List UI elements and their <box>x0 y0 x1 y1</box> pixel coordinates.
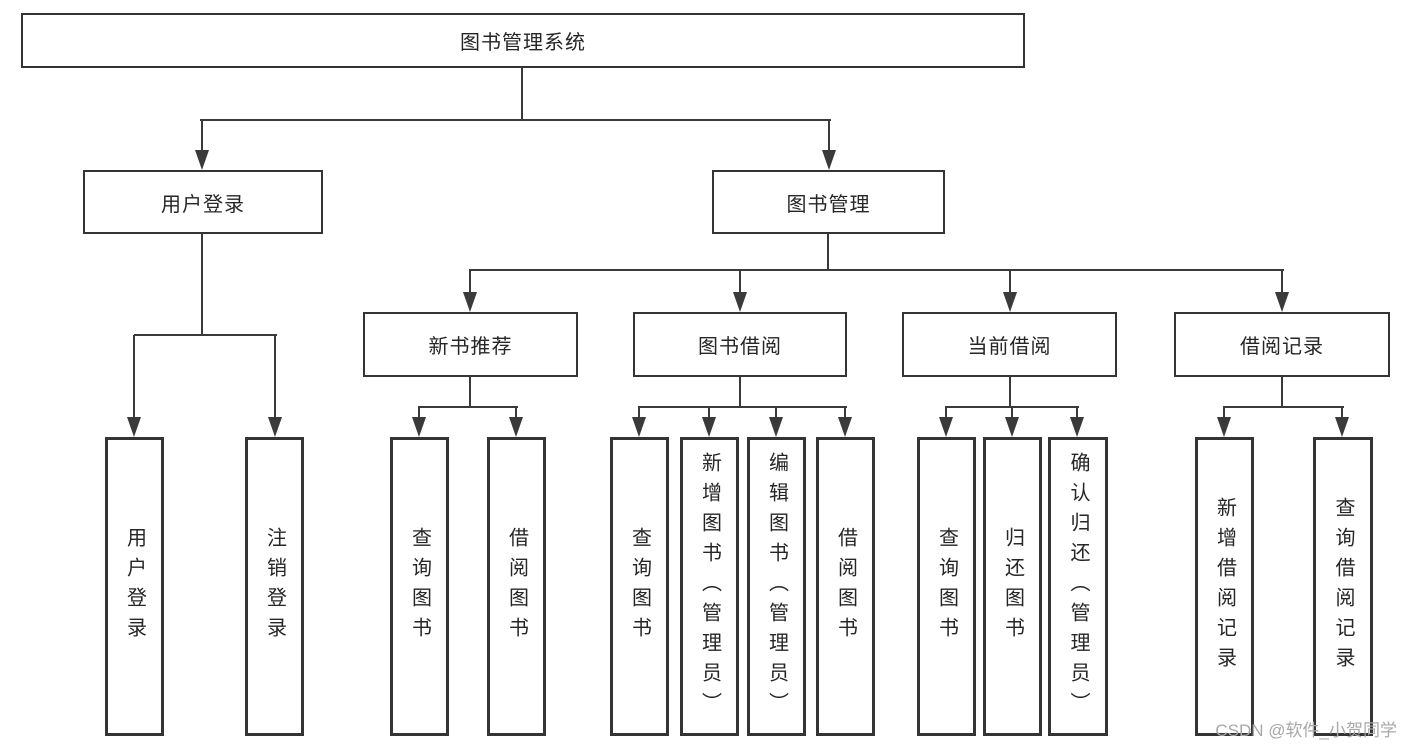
arrow-down <box>1005 417 1019 437</box>
arrow-down <box>838 417 852 437</box>
connector-line <box>515 407 517 419</box>
leaf-label: 新增借阅记录 <box>1213 496 1236 677</box>
node-new-book-recommend: 新书推荐 <box>363 312 578 377</box>
connector-line <box>827 234 829 271</box>
arrow-down <box>127 417 141 437</box>
leaf-user-login: 用户登录 <box>105 437 164 736</box>
leaf-label: 查询图书 <box>935 526 958 647</box>
arrow-down <box>1335 417 1349 437</box>
connector-line <box>739 270 741 294</box>
leaf-label: 借阅图书 <box>505 526 528 647</box>
node-label: 图书借阅 <box>698 336 782 358</box>
leaf-query-borrow-record: 查询借阅记录 <box>1313 437 1373 736</box>
leaf-label: 借阅图书 <box>834 526 857 647</box>
arrow-down <box>1275 292 1289 312</box>
connector-line <box>133 335 135 419</box>
connector-line <box>1076 407 1078 419</box>
leaf-add-borrow-record: 新增借阅记录 <box>1195 437 1254 736</box>
arrow-down <box>939 417 953 437</box>
csdn-watermark: CSDN @软件_小贺同学 <box>1215 721 1397 740</box>
leaf-add-books-admin: 新增图书（管理员） <box>680 437 739 736</box>
leaf-label: 注销登录 <box>263 526 286 647</box>
arrow-down <box>733 292 747 312</box>
leaf-borrow-books: 借阅图书 <box>487 437 546 736</box>
connector-line <box>1009 270 1011 294</box>
connector-line <box>1223 407 1225 419</box>
leaf-label: 归还图书 <box>1001 526 1024 647</box>
leaf-query-books: 查询图书 <box>917 437 976 736</box>
leaf-logout: 注销登录 <box>245 437 304 736</box>
leaf-label: 确认归还（管理员） <box>1067 451 1089 722</box>
arrow-down <box>268 417 282 437</box>
connector-line <box>638 407 640 419</box>
connector-line <box>201 234 203 336</box>
arrow-down <box>412 417 426 437</box>
connector-line <box>828 120 830 153</box>
node-current-borrowing: 当前借阅 <box>902 312 1117 377</box>
arrow-down <box>702 417 716 437</box>
connector-line <box>134 334 277 336</box>
arrow-down <box>463 292 477 312</box>
node-book-management: 图书管理 <box>712 170 945 234</box>
connector-line <box>1223 406 1344 408</box>
arrow-down <box>195 150 209 170</box>
leaf-query-books: 查询图书 <box>610 437 669 736</box>
leaf-label: 编辑图书（管理员） <box>765 451 788 722</box>
connector-line <box>1011 407 1013 419</box>
connector-line <box>469 269 1284 271</box>
leaf-borrow-books: 借阅图书 <box>816 437 875 736</box>
arrow-down <box>769 417 783 437</box>
connector-line <box>201 120 203 153</box>
connector-line <box>775 407 777 419</box>
node-borrowing-records: 借阅记录 <box>1174 312 1390 377</box>
leaf-label: 用户登录 <box>123 526 146 647</box>
connector-line <box>1281 377 1283 408</box>
leaf-label: 查询图书 <box>628 526 651 647</box>
connector-line <box>521 68 523 121</box>
connector-line <box>1341 407 1343 419</box>
connector-line <box>469 270 471 294</box>
connector-line <box>638 406 847 408</box>
arrow-down <box>822 150 836 170</box>
node-label: 用户登录 <box>161 193 245 216</box>
node-book-borrowing: 图书借阅 <box>633 312 847 377</box>
connector-line <box>274 335 276 419</box>
node-label: 图书管理 <box>786 193 871 216</box>
connector-line <box>200 119 831 121</box>
connector-line <box>1009 377 1011 408</box>
node-label: 当前借阅 <box>967 336 1052 358</box>
connector-line <box>418 407 420 419</box>
node-label: 新书推荐 <box>428 336 513 358</box>
connector-line <box>844 407 846 419</box>
connector-line <box>1281 270 1283 294</box>
node-label: 图书管理系统 <box>460 32 586 54</box>
connector-line <box>418 406 518 408</box>
connector-line <box>739 377 741 408</box>
leaf-label: 新增图书（管理员） <box>698 451 721 722</box>
connector-line <box>708 407 710 419</box>
node-label: 借阅记录 <box>1240 336 1324 358</box>
arrow-down <box>1003 292 1017 312</box>
leaf-confirm-return-admin: 确认归还（管理员） <box>1048 437 1108 736</box>
node-library-management-system: 图书管理系统 <box>21 13 1025 68</box>
arrow-down <box>1217 417 1231 437</box>
leaf-query-books: 查询图书 <box>390 437 449 736</box>
arrow-down <box>509 417 523 437</box>
arrow-down <box>632 417 646 437</box>
connector-line <box>945 407 947 419</box>
arrow-down <box>1070 417 1084 437</box>
leaf-label: 查询借阅记录 <box>1332 496 1354 677</box>
leaf-edit-books-admin: 编辑图书（管理员） <box>747 437 806 736</box>
leaf-label: 查询图书 <box>408 526 431 647</box>
node-user-login-group: 用户登录 <box>83 170 323 234</box>
leaf-return-books: 归还图书 <box>983 437 1042 736</box>
connector-line <box>469 377 471 408</box>
